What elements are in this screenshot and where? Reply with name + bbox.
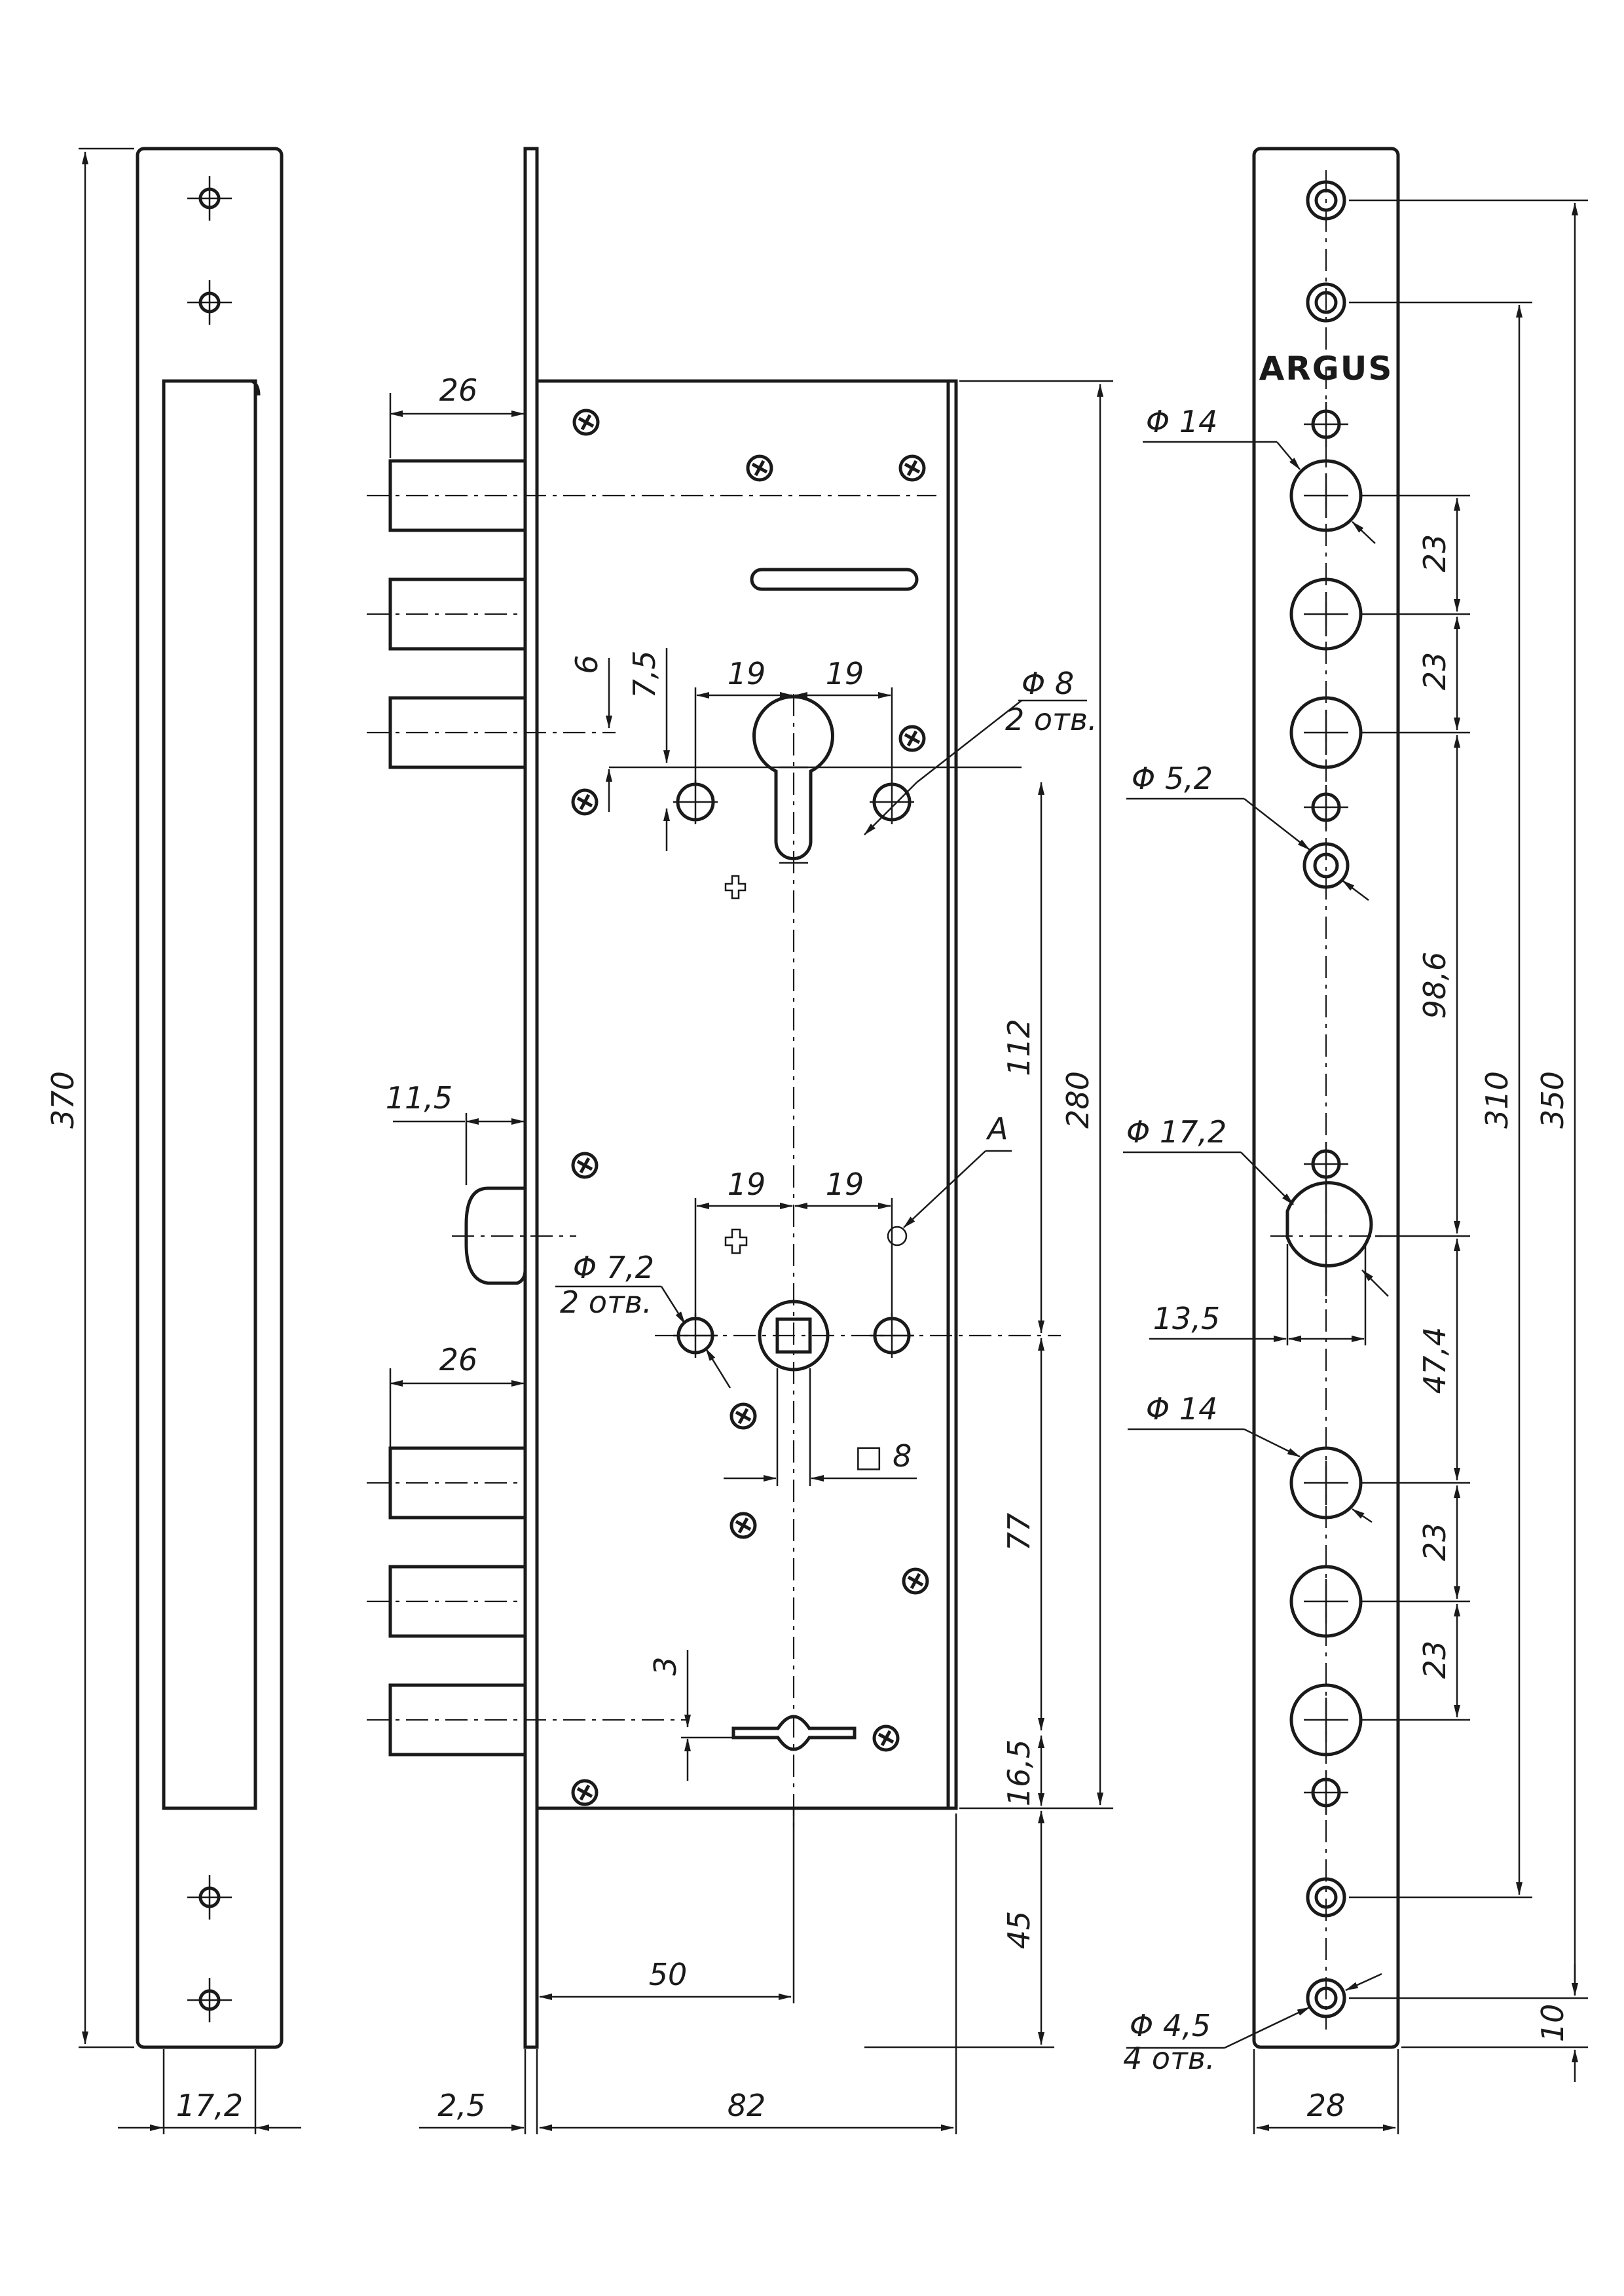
upper-fixing-hole: [672, 778, 719, 826]
case-screw: [900, 727, 924, 750]
dim-bottom-distance-45: 45: [1001, 1911, 1037, 1950]
dim-strike-distance-47-4: 47,4: [1417, 1327, 1452, 1394]
label-strike-mount-count: 4 отв.: [1123, 2041, 1215, 2076]
label-strike-hole-dia-17-2: Φ 17,2: [1126, 1114, 1227, 1150]
faceplate-mount-hole: [186, 1977, 233, 2024]
case-screw: [748, 456, 771, 480]
case-screw: [731, 1514, 755, 1537]
dim-upper-offset-7-5: 7,5: [627, 650, 662, 698]
case-screw: [573, 1154, 597, 1177]
dim-strike-distance-310: 310: [1479, 1071, 1515, 1129]
bottom-key-slot: [731, 1715, 857, 1751]
strike-mount-hole: [1306, 1978, 1346, 2018]
dim-latch-length: 11,5: [386, 1080, 452, 1116]
dim-strike-spacing-23-c: 23: [1417, 1523, 1452, 1561]
dim-strike-spacing-23-b: 23: [1417, 652, 1452, 691]
dim-case-width: 82: [728, 2088, 766, 2123]
dim-left-height: 370: [45, 1071, 81, 1129]
small-cross-mark: [724, 1228, 748, 1254]
dim-lower-spacing-right: 19: [826, 1167, 864, 1202]
dim-upper-spacing-left: 19: [728, 656, 766, 691]
dim-upper-offset-6: 6: [569, 655, 604, 674]
small-cross-mark: [724, 875, 747, 900]
case-screw: [731, 1404, 755, 1428]
lower-fixing-hole: [672, 1312, 719, 1359]
dim-bottom-distance-16-5: 16,5: [1001, 1740, 1037, 1806]
dim-strike-width-13-5: 13,5: [1153, 1301, 1220, 1336]
strike-plate-view: ARGUS: [1123, 147, 1588, 2134]
dim-strike-spacing-23-d: 23: [1417, 1641, 1452, 1679]
lock-body-view: 26 26 11,5 6 7,5 19 19 Φ 8 2 отв. 112: [367, 147, 1113, 2134]
strike-latch-hole: [1270, 1178, 1388, 1296]
faceplate-mount-hole: [186, 279, 233, 326]
label-strike-hole-dia-14-bottom: Φ 14: [1146, 1391, 1217, 1427]
latch: [452, 1186, 576, 1285]
label-lower-hole-count: 2 отв.: [560, 1285, 652, 1320]
case-screw: [874, 1726, 898, 1750]
label-strike-hole-dia-14-top: Φ 14: [1146, 404, 1217, 439]
dim-lower-spacing-left: 19: [728, 1167, 766, 1202]
strike-small-hole: [1302, 784, 1350, 831]
dim-strike-spacing-23-a: 23: [1417, 534, 1452, 573]
strike-bolt-hole: [1289, 1565, 1363, 1638]
strike-bolt-hole: [1289, 696, 1363, 769]
faceplate-mount-hole: [186, 1874, 233, 1921]
strike-bolt-hole: [1289, 1683, 1363, 1757]
lower-fixing-hole: [868, 1312, 915, 1359]
dim-upper-spacing-right: 19: [826, 656, 864, 691]
spindle-follower: [655, 1300, 1061, 1372]
label-lower-hole-dia: Φ 7,2: [573, 1250, 654, 1285]
label-spindle-square: □ 8: [855, 1438, 912, 1474]
strike-mount-hole: [1306, 282, 1346, 323]
strike-bolt-hole: [1289, 1446, 1363, 1520]
strike-hole-5-2: [1302, 842, 1350, 889]
cylinder-keyhole: [752, 694, 834, 1827]
label-upper-hole-dia: Φ 8: [1022, 666, 1074, 701]
dim-faceplate-thickness: 2,5: [437, 2088, 485, 2123]
case-slot: [750, 568, 919, 591]
case-screw: [573, 790, 597, 814]
case-screw: [900, 456, 924, 480]
strike-mount-hole: [1306, 1877, 1346, 1918]
upper-fixing-hole: [868, 778, 915, 826]
dim-bolt-length-top: 26: [439, 373, 478, 408]
dim-bottom-offset-3: 3: [648, 1656, 683, 1675]
dim-left-width: 17,2: [176, 2088, 243, 2123]
case-screw: [574, 410, 598, 434]
dim-strike-distance-98-6: 98,6: [1417, 952, 1452, 1019]
dim-center-distance: 112: [1001, 1019, 1037, 1076]
brand-logo: ARGUS: [1259, 350, 1393, 388]
detail-point-a: [887, 1226, 908, 1247]
upper-bolts: [367, 459, 936, 769]
case-screw: [904, 1569, 927, 1593]
label-upper-hole-count: 2 отв.: [1005, 702, 1098, 737]
label-strike-mount-dia: Φ 4,5: [1130, 2008, 1211, 2043]
faceplate-side-view: 370 17,2: [45, 147, 301, 2134]
strike-mount-hole: [1306, 180, 1346, 221]
strike-small-hole: [1302, 1140, 1350, 1188]
label-detail-a: A: [986, 1111, 1008, 1146]
faceplate-mount-hole: [186, 175, 233, 222]
dim-backset: 50: [649, 1957, 688, 1992]
dim-strike-edge-10: 10: [1535, 2004, 1570, 2043]
strike-bolt-hole: [1289, 459, 1363, 532]
case-screw: [573, 1781, 597, 1804]
dim-bolt-length-bottom: 26: [439, 1342, 478, 1377]
dim-strike-width: 28: [1307, 2088, 1346, 2123]
strike-small-hole: [1302, 401, 1350, 448]
label-strike-hole-dia-5-2: Φ 5,2: [1132, 761, 1213, 796]
dim-case-height: 280: [1060, 1071, 1096, 1129]
dim-lower-distance-77: 77: [1001, 1513, 1037, 1552]
lower-bolts: [367, 1446, 688, 1757]
strike-bolt-hole: [1289, 577, 1363, 651]
strike-small-hole: [1302, 1769, 1350, 1816]
dim-strike-distance-350: 350: [1535, 1071, 1570, 1129]
